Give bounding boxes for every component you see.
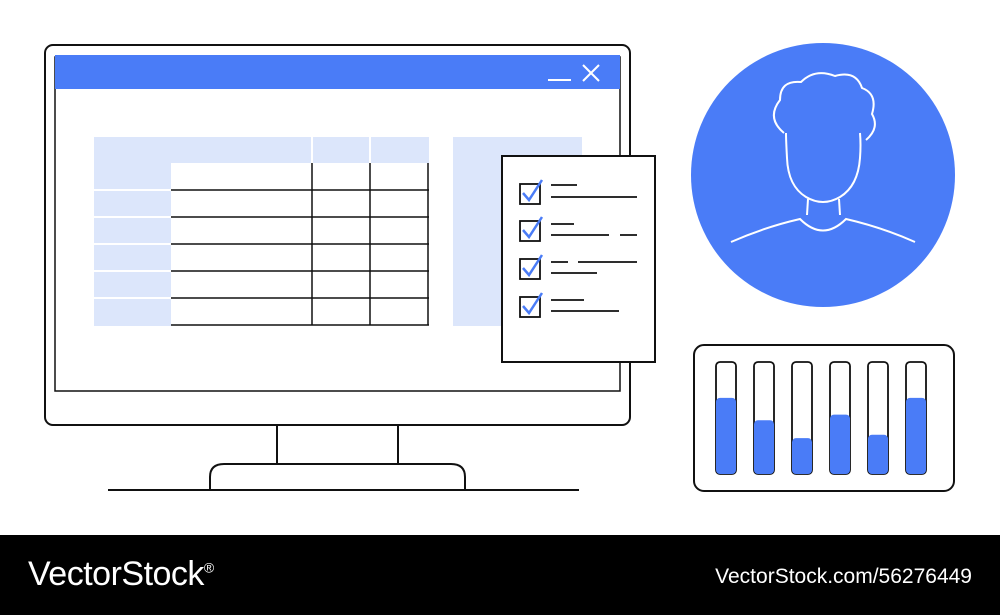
registered-mark: ® bbox=[203, 559, 214, 576]
avatar-hair bbox=[773, 72, 876, 141]
user-avatar-icon bbox=[691, 43, 955, 307]
checklist-item[interactable] bbox=[519, 292, 619, 318]
spreadsheet-table bbox=[94, 137, 429, 326]
checkmark-icon bbox=[522, 254, 544, 278]
table-header-row bbox=[94, 137, 429, 163]
illustration bbox=[44, 43, 955, 492]
checkmark-icon bbox=[522, 179, 544, 203]
equalizer-level bbox=[792, 438, 812, 474]
window-title-bar[interactable] bbox=[55, 55, 620, 89]
checklist-item[interactable] bbox=[519, 216, 637, 242]
avatar-circle bbox=[691, 43, 955, 307]
equalizer-sliders bbox=[715, 361, 927, 475]
footer-bar: VectorStock® VectorStock.com/56276449 bbox=[0, 535, 1000, 615]
checkmark-icon bbox=[522, 292, 544, 316]
avatar-shoulders bbox=[730, 217, 916, 243]
table-grid-lines bbox=[171, 163, 429, 326]
checklist-item[interactable] bbox=[519, 254, 637, 280]
equalizer-level bbox=[830, 414, 850, 474]
avatar-face bbox=[785, 132, 862, 203]
checklist-document bbox=[501, 155, 656, 363]
monitor-stand bbox=[108, 425, 579, 491]
equalizer-level bbox=[868, 434, 888, 474]
equalizer-level bbox=[754, 420, 774, 474]
brand-name: VectorStock bbox=[28, 555, 204, 593]
avatar-neck bbox=[806, 198, 841, 216]
equalizer-panel bbox=[693, 344, 955, 492]
equalizer-level bbox=[906, 397, 926, 474]
close-icon[interactable] bbox=[582, 64, 600, 82]
checkmark-icon bbox=[522, 216, 544, 240]
brand-logo[interactable]: VectorStock® bbox=[28, 555, 214, 594]
image-id-link[interactable]: VectorStock.com/56276449 bbox=[715, 565, 972, 588]
equalizer-level bbox=[716, 397, 736, 474]
checklist-item[interactable] bbox=[519, 179, 637, 205]
